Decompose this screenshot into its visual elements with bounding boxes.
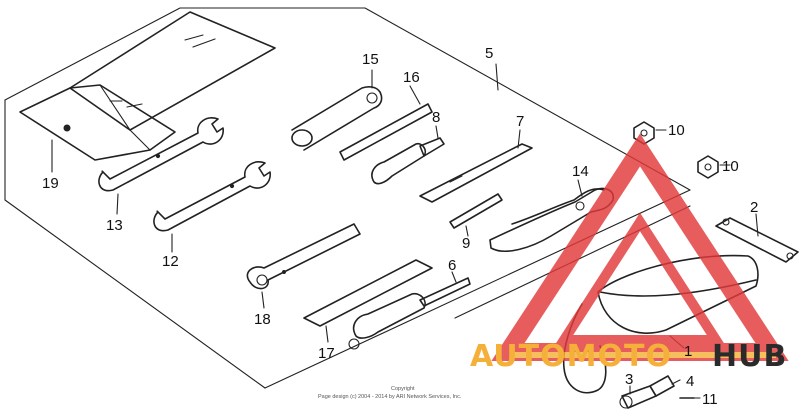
nut-upper <box>633 121 655 145</box>
leader-5 <box>495 63 499 91</box>
callout-11: 11 <box>702 391 718 408</box>
callout-3: 3 <box>625 371 633 388</box>
screwdriver-handle <box>371 137 445 185</box>
callout-9: 9 <box>462 235 470 252</box>
screwdriver-blade <box>449 193 503 229</box>
socket-handle <box>348 277 471 350</box>
callout-5: 5 <box>485 45 493 62</box>
callout-8: 8 <box>432 109 440 126</box>
copyright-line1: Copyright <box>391 386 415 392</box>
callout-7: 7 <box>516 113 524 130</box>
callout-1: 1 <box>684 343 692 360</box>
leader-4 <box>671 379 681 385</box>
callout-15: 15 <box>362 51 379 68</box>
callout-14: 14 <box>572 163 589 180</box>
callout-17: 17 <box>318 345 335 362</box>
open-end-wrench-12 <box>153 161 271 232</box>
watermark-brand-right: HUB <box>712 339 787 374</box>
spanner <box>246 223 361 290</box>
callout-10b: 10 <box>722 158 739 175</box>
leader-13 <box>116 193 119 215</box>
collar <box>649 375 675 397</box>
leader-2 <box>755 213 759 237</box>
callout-13: 13 <box>106 217 123 234</box>
callout-16: 16 <box>403 69 420 86</box>
callout-2: 2 <box>750 199 758 216</box>
callout-18: 18 <box>254 311 271 328</box>
box-wrench-tube <box>291 86 383 151</box>
flat-plate <box>303 259 433 327</box>
strap-bracket <box>715 217 799 263</box>
copyright-line2: Page design (c) 2004 - 2014 by ARI Netwo… <box>318 394 462 400</box>
callout-6: 6 <box>448 257 456 274</box>
callout-19: 19 <box>42 175 59 192</box>
open-end-wrench-13 <box>98 117 224 192</box>
leader-16 <box>409 85 421 105</box>
tool-kit-outline <box>4 7 691 389</box>
leader-9 <box>465 225 469 237</box>
handle-bar <box>339 103 433 161</box>
leader-6 <box>451 271 457 283</box>
callout-10a: 10 <box>668 122 685 139</box>
nut-lower <box>697 155 719 179</box>
tool-bag <box>19 11 276 161</box>
bolt <box>619 385 657 409</box>
watermark-logo-graphic <box>491 133 789 361</box>
leader-8 <box>435 125 439 139</box>
leader-18 <box>261 291 265 309</box>
callout-4: 4 <box>686 373 694 390</box>
leader-7 <box>517 129 521 149</box>
watermark-brand-left: AUTOMOTO <box>470 339 672 374</box>
leader-14 <box>577 179 583 197</box>
screwdriver-shaft <box>419 143 533 203</box>
leader-17 <box>325 325 329 343</box>
callout-12: 12 <box>162 253 179 270</box>
